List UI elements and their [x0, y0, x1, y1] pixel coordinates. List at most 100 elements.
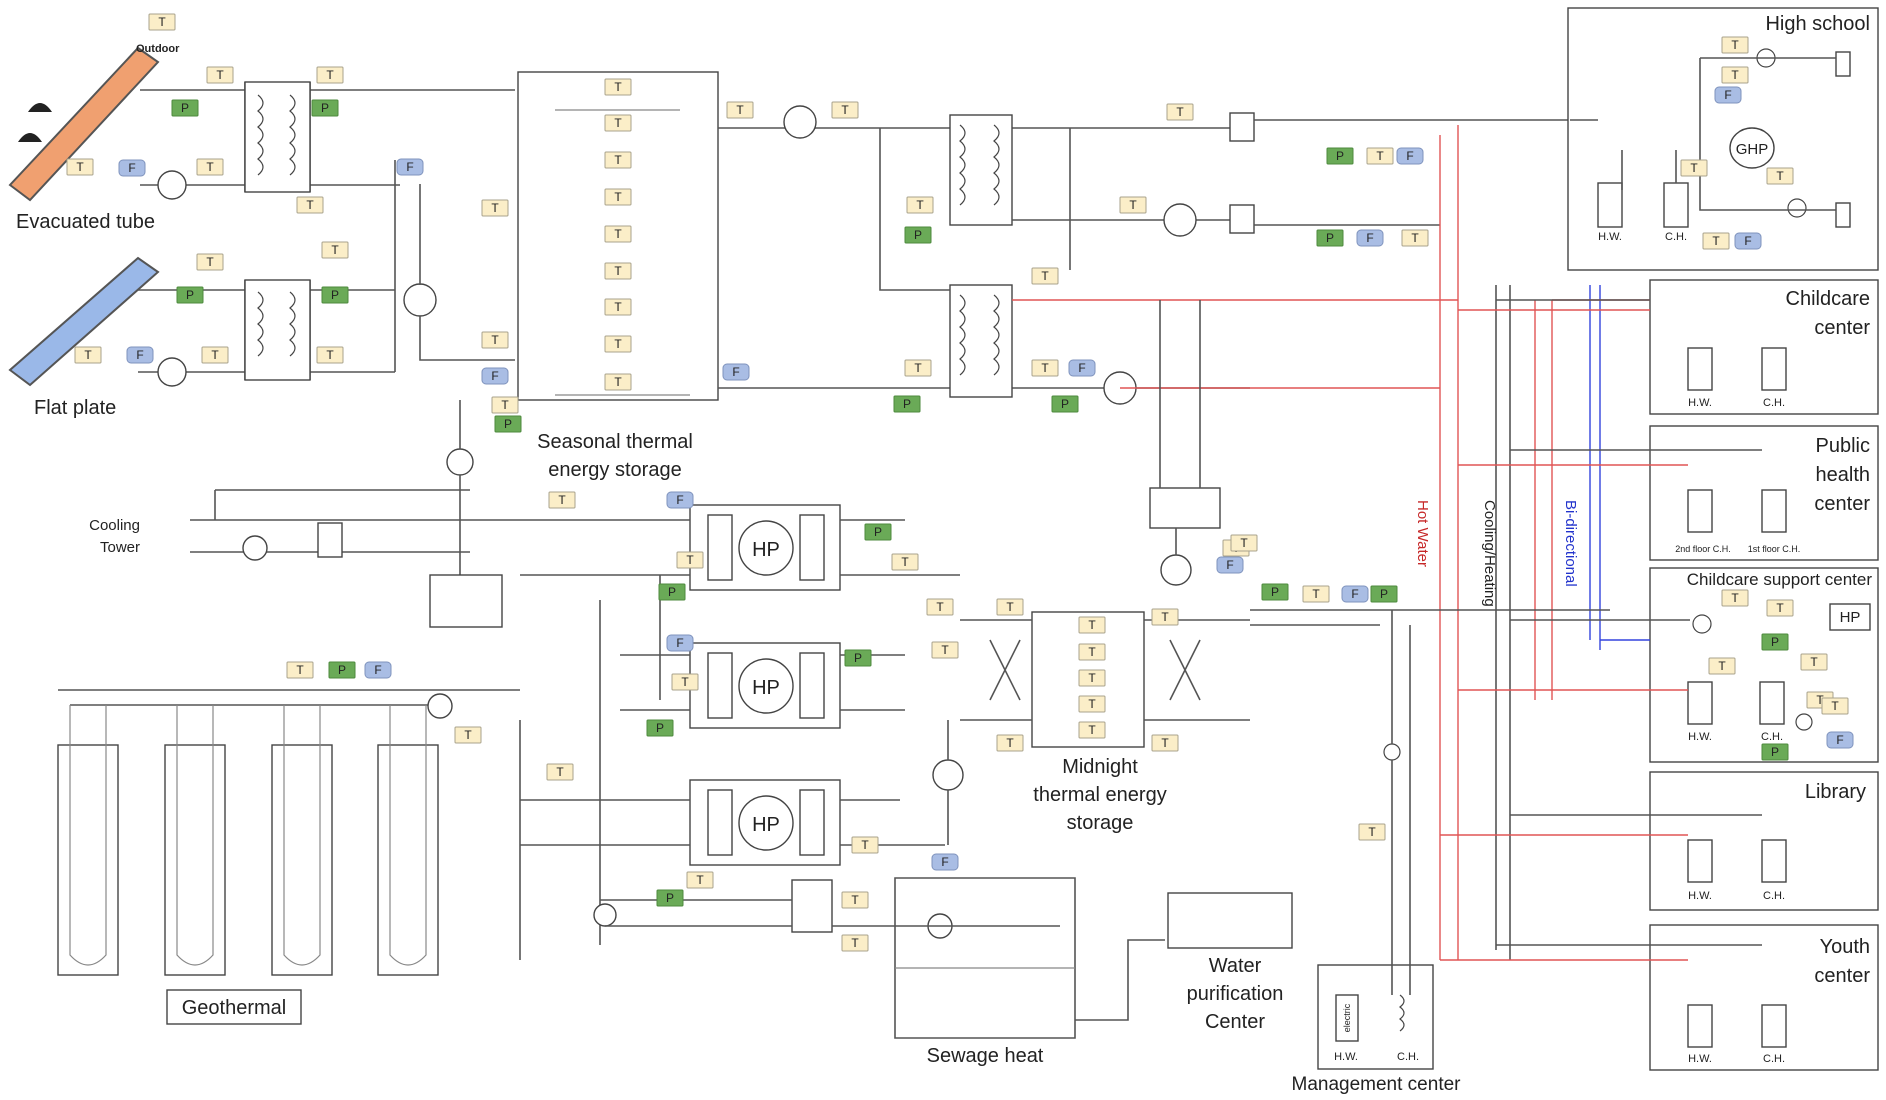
flow-sensor-label: F [1744, 234, 1751, 248]
ph-label-3: center [1814, 493, 1870, 515]
midnight-title-2: thermal energy [1033, 784, 1166, 806]
temperature-sensor: T [604, 151, 632, 169]
temperature-sensor-label: T [158, 15, 166, 29]
youth-label-2: center [1814, 965, 1870, 987]
pressure-sensor-label: P [1326, 231, 1334, 245]
temperature-sensor: T [1821, 697, 1849, 715]
temperature-sensor-label: T [1731, 68, 1739, 82]
pressure-sensor-label: P [874, 525, 882, 539]
temperature-sensor: T [904, 359, 932, 377]
temperature-sensor: T [1721, 36, 1749, 54]
seasonal-storage-title-2: energy storage [548, 459, 681, 481]
temperature-sensor: T [1078, 721, 1106, 739]
cc-hw: H.W. [1688, 397, 1712, 409]
hp-2-label: HP [752, 677, 780, 699]
temperature-sensor: T [1078, 695, 1106, 713]
pressure-sensor: P [1326, 147, 1354, 165]
pressure-sensor: P [656, 889, 684, 907]
temperature-sensor-label: T [501, 398, 509, 412]
pump-icon [1787, 198, 1807, 218]
childcare-label-1: Childcare [1786, 288, 1870, 310]
temperature-sensor-label: T [861, 838, 869, 852]
midnight-title-1: Midnight [1062, 756, 1138, 778]
sewage-label: Sewage heat [927, 1045, 1044, 1067]
temperature-sensor-label: T [84, 348, 92, 362]
temperature-sensor: T [296, 196, 324, 214]
temperature-sensor-label: T [614, 153, 622, 167]
pressure-sensor-label: P [668, 585, 676, 599]
flow-sensor-label: F [406, 160, 413, 174]
flow-sensor: F [1396, 147, 1424, 165]
flow-sensor-label: F [374, 663, 381, 677]
building-library: Library H.W. C.H. [1649, 771, 1879, 911]
pressure-sensor: P [1261, 583, 1289, 601]
temperature-sensor-label: T [614, 300, 622, 314]
youth-hw: H.W. [1688, 1053, 1712, 1065]
temperature-sensor-label: T [76, 160, 84, 174]
pressure-sensor: P [1761, 743, 1789, 761]
pressure-sensor: P [1316, 229, 1344, 247]
pump-icon [157, 357, 187, 387]
ccs-hw: H.W. [1688, 731, 1712, 743]
temperature-sensor-label: T [851, 893, 859, 907]
temperature-sensor-label: T [558, 493, 566, 507]
temperature-sensor: T [726, 101, 754, 119]
ccs-ch: C.H. [1761, 731, 1783, 743]
ph-2f: 2nd floor C.H. [1675, 544, 1731, 554]
temperature-sensor: T [1766, 599, 1794, 617]
upper-pipes [718, 105, 1570, 405]
lib-hw: H.W. [1688, 890, 1712, 902]
cooling-label-1: Cooling [89, 517, 140, 534]
temperature-sensor: T [1078, 616, 1106, 634]
pump-icon [783, 105, 817, 139]
temperature-sensor: T [201, 346, 229, 364]
cc-ch: C.H. [1763, 397, 1785, 409]
temperature-sensor: T [906, 196, 934, 214]
pump-icon [242, 535, 268, 561]
flow-sensor: F [1068, 359, 1096, 377]
flow-sensor: F [1356, 229, 1384, 247]
temperature-sensor: T [1031, 359, 1059, 377]
pump-icon [1383, 743, 1401, 761]
temperature-sensor-label: T [1041, 361, 1049, 375]
pump-icon [446, 448, 474, 476]
temperature-sensor-label: T [206, 255, 214, 269]
temperature-sensor-label: T [1810, 655, 1818, 669]
pressure-sensor: P [176, 286, 204, 304]
temperature-sensor-label: T [1176, 105, 1184, 119]
water-purif-1: Water [1209, 955, 1262, 977]
childcare-label-2: center [1814, 317, 1870, 339]
temperature-sensor-label: T [686, 553, 694, 567]
pressure-sensor-label: P [1061, 397, 1069, 411]
temperature-sensor: T [604, 114, 632, 132]
distribution-risers: Hot Water Cooling/Heating Bi-directional [1012, 125, 1601, 960]
temperature-sensor-label: T [851, 936, 859, 950]
flow-sensor-label: F [676, 636, 683, 650]
temperature-sensor-label: T [614, 227, 622, 241]
temperature-sensor-label: T [1088, 723, 1096, 737]
flow-sensor-label: F [1226, 558, 1233, 572]
flow-sensor: F [722, 363, 750, 381]
flow-sensor-label: F [732, 365, 739, 379]
heat-exchanger [244, 81, 311, 193]
pressure-sensor-label: P [656, 721, 664, 735]
temperature-sensor: T [1702, 232, 1730, 250]
temperature-sensor: T [831, 101, 859, 119]
evacuated-tube-collector: Evacuated tube [8, 46, 160, 233]
temperature-sensor: T [206, 66, 234, 84]
pressure-sensor: P [328, 661, 356, 679]
cooling-heating-label: Cooling/Heating [1481, 500, 1498, 607]
flow-sensor: F [931, 853, 959, 871]
flow-sensor-label: F [1078, 361, 1085, 375]
temperature-sensor-label: T [206, 160, 214, 174]
pressure-sensor-label: P [1336, 149, 1344, 163]
bidirectional-label: Bi-directional [1562, 500, 1579, 587]
temperature-sensor-label: T [1006, 600, 1014, 614]
pressure-sensor: P [658, 583, 686, 601]
temperature-sensor: T [1166, 103, 1194, 121]
flow-sensor: F [118, 159, 146, 177]
temperature-sensor-label: T [1041, 269, 1049, 283]
pump-icon [427, 693, 453, 719]
